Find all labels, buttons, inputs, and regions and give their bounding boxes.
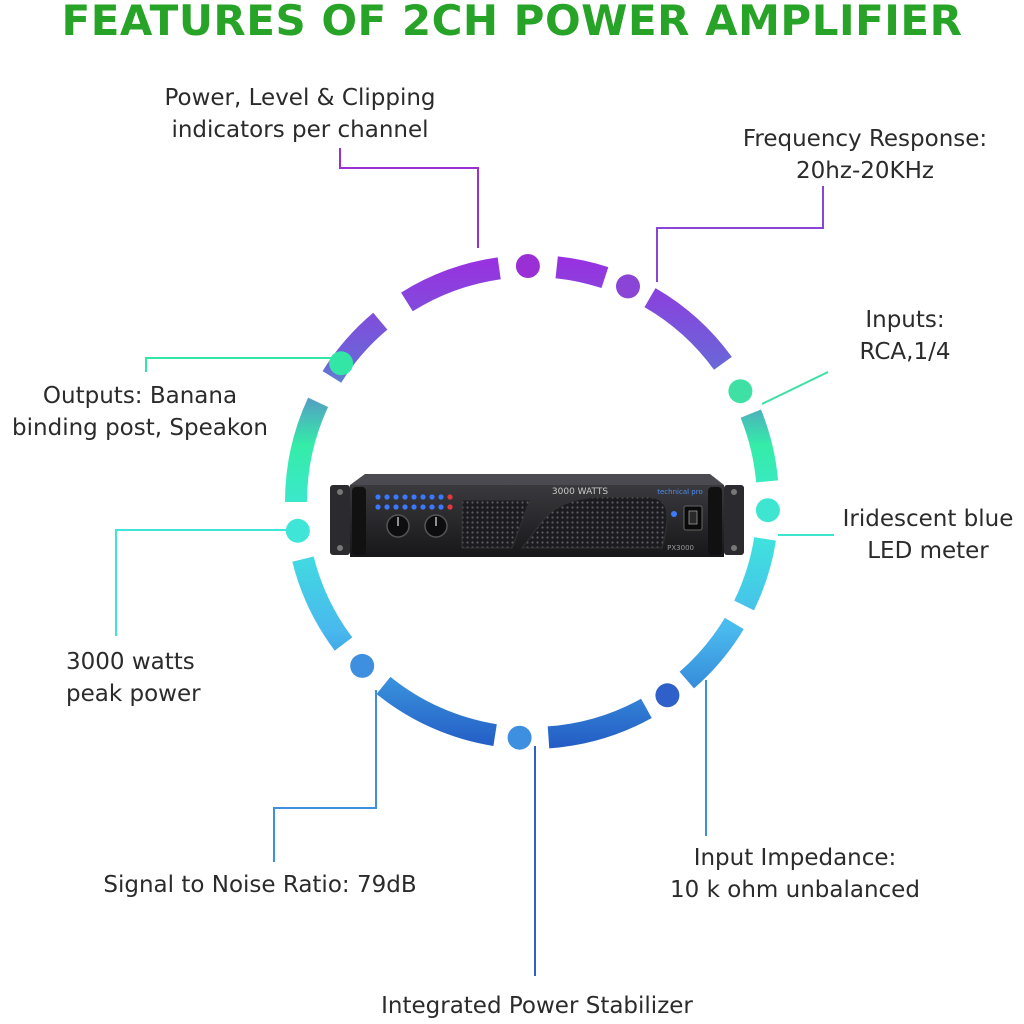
feature-text: Outputs: Banana [42,383,238,409]
connector-dot [728,379,753,404]
handle-left [352,487,366,555]
feature-label-inputs: Inputs: RCA,1/4 [845,304,965,368]
feature-text: binding post, Speakon [12,415,268,441]
rack-ear-right [724,485,744,555]
feature-text: Signal to Noise Ratio: 79dB [103,872,417,898]
connector-dot [350,653,375,678]
ring-segment [679,617,744,689]
feature-label-impedance: Input Impedance: 10 k ohm unbalanced [640,842,950,906]
ring-segment [322,312,388,383]
led-indicator [420,504,426,510]
connector-dot [285,518,310,543]
vent-grille-left [461,499,531,549]
rack-screw [731,489,737,495]
led-indicator [429,494,435,500]
rack-screw [337,489,343,495]
led-indicator [375,494,381,500]
ring-segment [740,409,779,483]
rack-ear-left [330,485,350,555]
feature-text: Iridescent blue [842,506,1014,532]
feature-text: Input Impedance: [693,845,897,871]
led-indicator [429,504,435,510]
page-title: FEATURES OF 2CH POWER AMPLIFIER [61,0,963,45]
feature-label-frequency: Frequency Response: 20hz-20KHz [720,123,1010,187]
feature-label-indicators: Power, Level & Clipping indicators per c… [150,82,450,146]
feature-text: Integrated Power Stabilizer [381,993,693,1019]
power-switch-rocker [688,510,698,525]
feature-label-led-meter: Iridescent blue LED meter [832,503,1024,567]
feature-text: Power, Level & Clipping [164,85,436,111]
connector-dot [755,498,780,523]
feature-text: 3000 watts [66,649,195,675]
feature-text: RCA,1/4 [859,339,951,365]
vent-grille-right [520,496,668,549]
rack-screw [337,545,343,551]
led-indicator [411,504,417,510]
connector-line [145,357,336,372]
brand-logo: technical pro [657,488,702,496]
ring-segment [734,536,776,611]
led-indicator [393,504,399,510]
rack-screw [731,545,737,551]
connector-line [339,148,479,248]
handle-right [708,487,722,555]
led-indicator [384,504,390,510]
ring-segment [401,257,501,312]
connector-lines [115,148,834,976]
led-indicator [375,504,381,510]
feature-text: Frequency Response: [742,126,988,152]
feature-text: Inputs: [865,307,945,333]
chassis-top [350,474,724,485]
led-indicator [402,494,408,500]
feature-text: 20hz-20KHz [796,158,934,184]
connector-line [656,186,824,282]
feature-label-stabilizer: Integrated Power Stabilizer [352,990,722,1022]
led-meter [375,494,453,510]
feature-label-outputs: Outputs: Banana binding post, Speakon [0,380,280,444]
feature-text: peak power [66,681,201,707]
feature-text: indicators per channel [171,117,429,143]
connector-dot [507,725,532,750]
led-indicator [384,494,390,500]
amplifier-image: 3000 WATTS technical pro PX3000 [330,474,744,557]
feature-text: 10 k ohm unbalanced [670,877,920,903]
led-indicator [402,504,408,510]
model-label: PX3000 [667,544,694,552]
led-indicator [447,504,453,510]
ring-segment [292,556,353,651]
led-indicator [447,494,453,500]
ring-segment [547,698,652,749]
connector-dot [655,683,680,708]
ring-segment [376,676,497,746]
led-indicator [438,494,444,500]
feature-text: LED meter [867,538,989,564]
ring [285,256,779,749]
ring-segment [644,288,732,370]
wattage-label: 3000 WATTS [552,487,608,497]
connector-line [115,529,296,636]
connector-dot [515,254,540,278]
connector-dots [285,254,780,750]
power-led [671,511,677,517]
led-indicator [438,504,444,510]
connector-line [273,690,377,862]
ring-segment [555,256,609,289]
ring-segment [285,397,329,503]
led-indicator [411,494,417,500]
feature-label-peak-power: 3000 watts peak power [66,646,266,710]
connector-line [761,371,829,405]
connector-dot [616,274,640,299]
led-indicator [420,494,426,500]
led-indicator [393,494,399,500]
feature-label-snr: Signal to Noise Ratio: 79dB [80,869,440,901]
connector-dot [329,351,354,376]
